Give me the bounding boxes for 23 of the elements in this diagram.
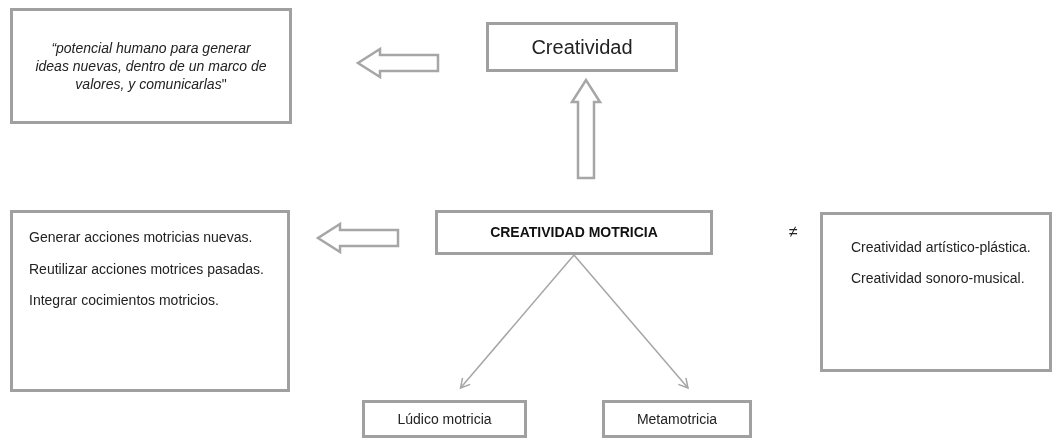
box-text: CREATIVIDAD MOTRICIA — [490, 223, 658, 242]
box-text: Integrar cocimientos motricios. — [29, 291, 220, 310]
text-box — [435, 210, 713, 255]
box-text: Lúdico motricia — [397, 409, 492, 429]
text-box — [10, 210, 290, 392]
not-equal-sign: ≠ — [789, 222, 798, 242]
hollow-arrow — [315, 221, 400, 255]
text-box — [362, 400, 527, 438]
hollow-arrow — [355, 46, 440, 80]
text-box — [10, 8, 292, 124]
arrow — [459, 254, 575, 389]
arrow — [573, 254, 689, 389]
text-box — [602, 400, 752, 438]
text-box — [820, 212, 1052, 372]
box-text: “potencial humano para generar ideas nuevas, dentro de un marco de valores, y comunicarlas" — [34, 38, 268, 94]
box-text: Metamotricia — [636, 409, 718, 429]
box-text: Reutilizar acciones motrices pasadas. — [29, 259, 265, 279]
text-box — [486, 22, 678, 72]
box-text: Creatividad — [531, 35, 633, 60]
hollow-arrow — [569, 77, 603, 180]
box-text: Creatividad artístico-plástica. — [851, 238, 1032, 257]
box-text: Creatividad sonoro-musical. — [851, 268, 1026, 288]
box-text: Generar acciones motricias nuevas. — [29, 228, 254, 247]
